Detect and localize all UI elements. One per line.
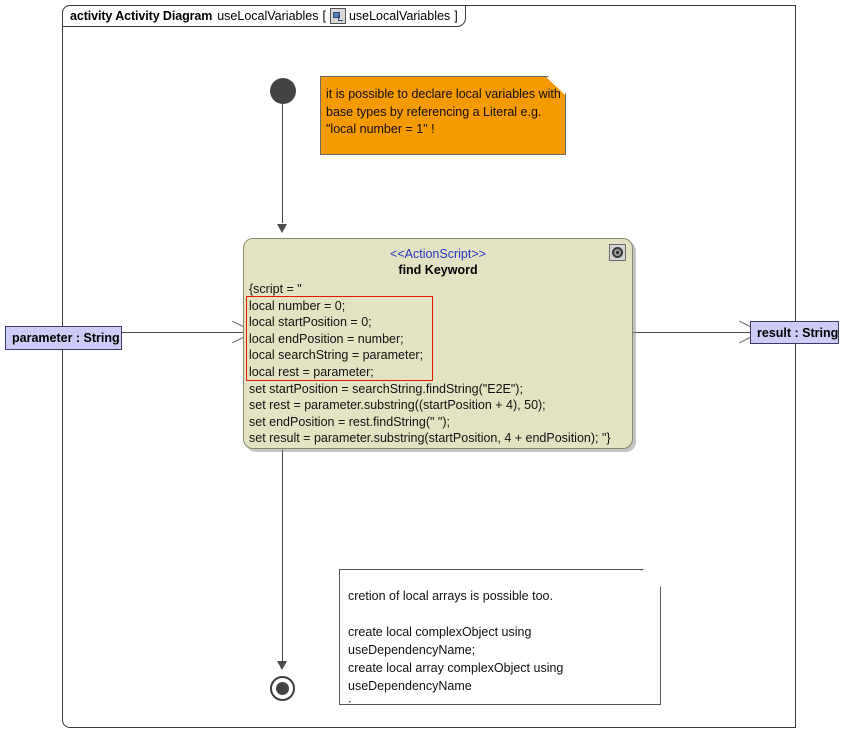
frame-bracket-close: ] bbox=[454, 9, 458, 23]
script-line: local searchString = parameter; bbox=[249, 348, 424, 363]
script-line: set startPosition = searchString.findStr… bbox=[249, 381, 523, 396]
note-white[interactable]: cretion of local arrays is possible too.… bbox=[339, 569, 661, 705]
frame-inner-name: useLocalVariables bbox=[348, 9, 451, 23]
input-parameter-label: parameter : String bbox=[12, 331, 120, 345]
note-orange[interactable]: it is possible to declare local variable… bbox=[320, 76, 566, 155]
action-stereotype: <<ActionScript>> bbox=[390, 247, 486, 261]
script-line: set result = parameter.substring(startPo… bbox=[249, 431, 611, 446]
output-result-label: result : String bbox=[757, 325, 839, 340]
input-parameter-pin[interactable]: parameter : String bbox=[5, 326, 122, 350]
gear-icon bbox=[612, 247, 623, 258]
action-script-body: {script = " local number = 0; local star… bbox=[249, 281, 632, 447]
action-script-gear-button[interactable] bbox=[609, 244, 626, 261]
note-white-text: cretion of local arrays is possible too.… bbox=[348, 589, 564, 711]
diagram-frame-tab: activity Activity Diagram useLocalVariab… bbox=[62, 5, 466, 27]
frame-keyword: activity Activity Diagram bbox=[70, 9, 213, 23]
flow-action-to-final-line bbox=[282, 449, 283, 661]
note-orange-text: it is possible to declare local variable… bbox=[326, 87, 561, 136]
frame-diagram-name: useLocalVariables bbox=[217, 9, 319, 23]
flow-parameter-to-action-line bbox=[122, 332, 244, 333]
flow-initial-to-action-arrowhead bbox=[277, 224, 287, 233]
action-node-find-keyword[interactable]: <<ActionScript>> find Keyword {script = … bbox=[243, 238, 633, 449]
script-line: local endPosition = number; bbox=[249, 331, 404, 346]
flow-action-to-final-arrowhead bbox=[277, 661, 287, 670]
script-line: {script = " bbox=[249, 282, 302, 296]
output-result-pin[interactable]: result : String bbox=[750, 321, 839, 344]
script-line: set endPosition = rest.findString(" "); bbox=[249, 414, 450, 429]
frame-bracket-open: [ bbox=[322, 9, 326, 23]
script-line: local rest = parameter; bbox=[249, 364, 374, 379]
flow-initial-to-action-line bbox=[282, 104, 283, 223]
diagram-icon bbox=[329, 8, 346, 24]
flow-parameter-to-action-arrowhead bbox=[231, 326, 242, 338]
script-line: local number = 0; bbox=[249, 298, 346, 313]
activity-final-node[interactable] bbox=[270, 676, 295, 701]
script-line: local startPosition = 0; bbox=[249, 315, 372, 330]
action-title: find Keyword bbox=[398, 263, 478, 277]
script-line: set rest = parameter.substring((startPos… bbox=[249, 398, 546, 413]
initial-node[interactable] bbox=[270, 78, 296, 104]
flow-action-to-result-arrowhead bbox=[738, 326, 749, 338]
flow-action-to-result-line bbox=[633, 332, 751, 333]
